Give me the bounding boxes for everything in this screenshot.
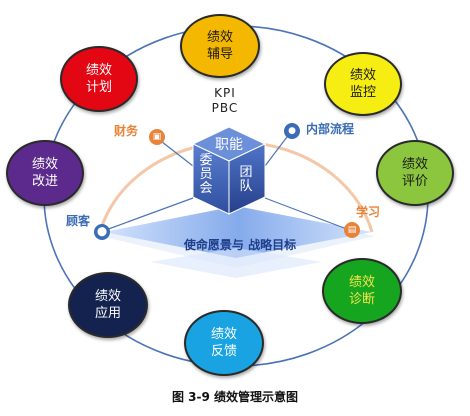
platform-label: 使命愿景与 战略目标 (183, 238, 297, 252)
pbc-label: PBC (211, 101, 239, 115)
node-monitor-line2: 监控 (349, 85, 376, 100)
node-apply-line1: 绩效 (94, 289, 121, 304)
node-diagnose-line2: 诊断 (348, 292, 375, 307)
cube-top-label: 职能 (215, 137, 243, 153)
node-improve-line1: 绩效 (31, 157, 58, 172)
document-icon: ▤ (344, 222, 360, 238)
cube-right-face (228, 143, 266, 215)
connector-internal (264, 132, 291, 167)
figure-caption: 图 3-9 绩效管理示意图 (171, 390, 299, 404)
location-pin-icon: ⬤ (94, 224, 110, 240)
node-plan-line2: 计划 (85, 80, 112, 95)
kpi-label: KPI (214, 86, 236, 100)
people-icon: ● (284, 123, 300, 139)
label-internal: 内部流程 (306, 122, 355, 136)
node-performance-improvement: 绩效 改进 (6, 140, 84, 206)
platform-lower (150, 248, 322, 278)
connector-finance (156, 137, 194, 167)
node-feedback-line1: 绩效 (210, 327, 237, 342)
cube-right-label: 团队 (239, 165, 253, 194)
node-evaluate-line2: 评价 (401, 174, 428, 189)
label-learning: 学习 (356, 205, 381, 219)
label-customer: 顾客 (66, 214, 91, 228)
connector-learning (264, 197, 353, 232)
node-improve-line2: 改进 (31, 174, 58, 189)
node-performance-feedback: 绩效 反馈 (184, 310, 264, 376)
node-coach-line1: 绩效 (206, 30, 233, 45)
finance-icon: ▣ (149, 129, 165, 145)
platform (104, 206, 372, 258)
node-evaluate-line1: 绩效 (401, 157, 428, 172)
node-coach-line2: 辅导 (206, 47, 233, 62)
node-apply-line2: 应用 (94, 306, 121, 321)
node-performance-planning: 绩效 计划 (60, 46, 138, 112)
node-performance-diagnosis: 绩效 诊断 (322, 258, 402, 324)
node-diagnose-line1: 绩效 (348, 275, 375, 290)
node-plan-line1: 绩效 (85, 63, 112, 78)
node-monitor-line1: 绩效 (349, 68, 376, 83)
node-performance-monitoring: 绩效 监控 (324, 52, 402, 116)
label-finance: 财务 (114, 124, 139, 138)
node-performance-evaluation: 绩效 评价 (376, 140, 454, 206)
node-performance-coaching: 绩效 辅导 (180, 14, 260, 78)
connector-customer (102, 197, 194, 232)
node-performance-application: 绩效 应用 (68, 272, 148, 338)
cube-left-label: 委员会 (199, 153, 213, 196)
node-feedback-line2: 反馈 (210, 344, 237, 359)
